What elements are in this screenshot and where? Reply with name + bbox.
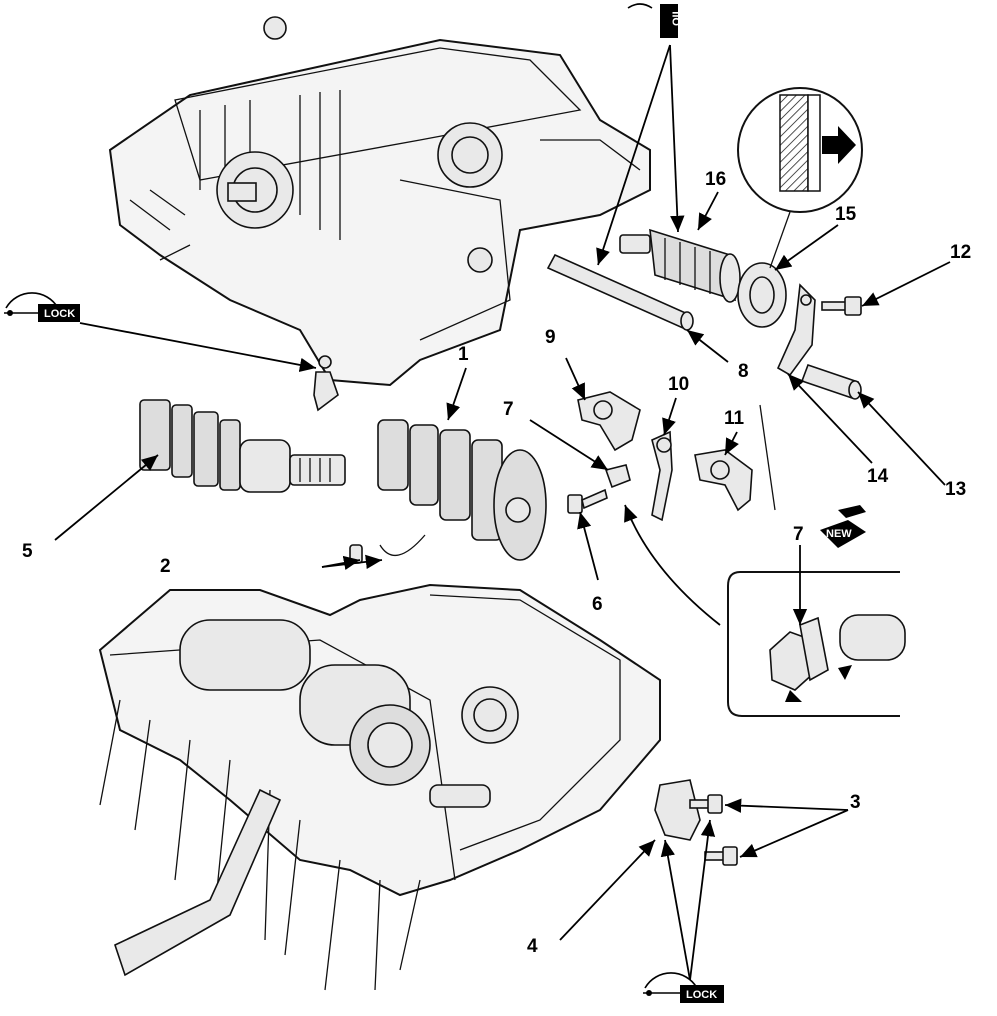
- callout-9: 9: [545, 327, 556, 348]
- callout-7-inset: 7: [793, 524, 804, 545]
- new-badge: NEW: [820, 505, 866, 548]
- new-label: NEW: [826, 528, 852, 540]
- upper-crankcase: [108, 16, 651, 387]
- oil-badge: OIL: [627, 3, 683, 38]
- shift-forks: [577, 391, 776, 522]
- pin-13: [800, 363, 862, 400]
- callout-15: 15: [835, 204, 857, 225]
- callout-6: 6: [592, 594, 603, 615]
- callout-11: 11: [724, 408, 745, 429]
- callout-3: 3: [850, 792, 861, 813]
- callout-7: 7: [503, 399, 514, 420]
- countershaft: [377, 419, 547, 561]
- lock-label-top: LOCK: [44, 308, 75, 320]
- callout-8: 8: [738, 361, 749, 382]
- lock-badge-bottom: LOCK: [643, 972, 724, 1003]
- callout-14: 14: [867, 466, 889, 487]
- callout-10: 10: [668, 374, 689, 395]
- leader-lines: [54, 44, 951, 981]
- callout-4: 4: [527, 936, 538, 957]
- callout-16: 16: [705, 169, 726, 190]
- bearing: [737, 262, 787, 328]
- bearing-direction-inset: [737, 87, 863, 269]
- callout-13: 13: [945, 479, 966, 500]
- lock-label-bottom: LOCK: [686, 989, 717, 1001]
- shift-drum: [619, 228, 741, 303]
- callout-1: 1: [458, 344, 469, 365]
- bolt-12: [821, 296, 862, 316]
- lock-badge-top: LOCK: [4, 292, 80, 322]
- oil-label: OIL: [671, 7, 683, 26]
- callout-5: 5: [22, 541, 33, 562]
- callout-12: 12: [950, 242, 971, 263]
- shift-fork-shaft: [546, 253, 694, 331]
- lower-crankcase: [98, 583, 661, 991]
- bolt-6-and-washer-7: [567, 464, 631, 514]
- dowel-and-clip: [313, 355, 426, 564]
- cover-and-bolts: [654, 779, 738, 866]
- callout-2: 2: [160, 556, 171, 577]
- lock-washer-inset: [624, 504, 906, 717]
- input-shaft: [139, 399, 346, 493]
